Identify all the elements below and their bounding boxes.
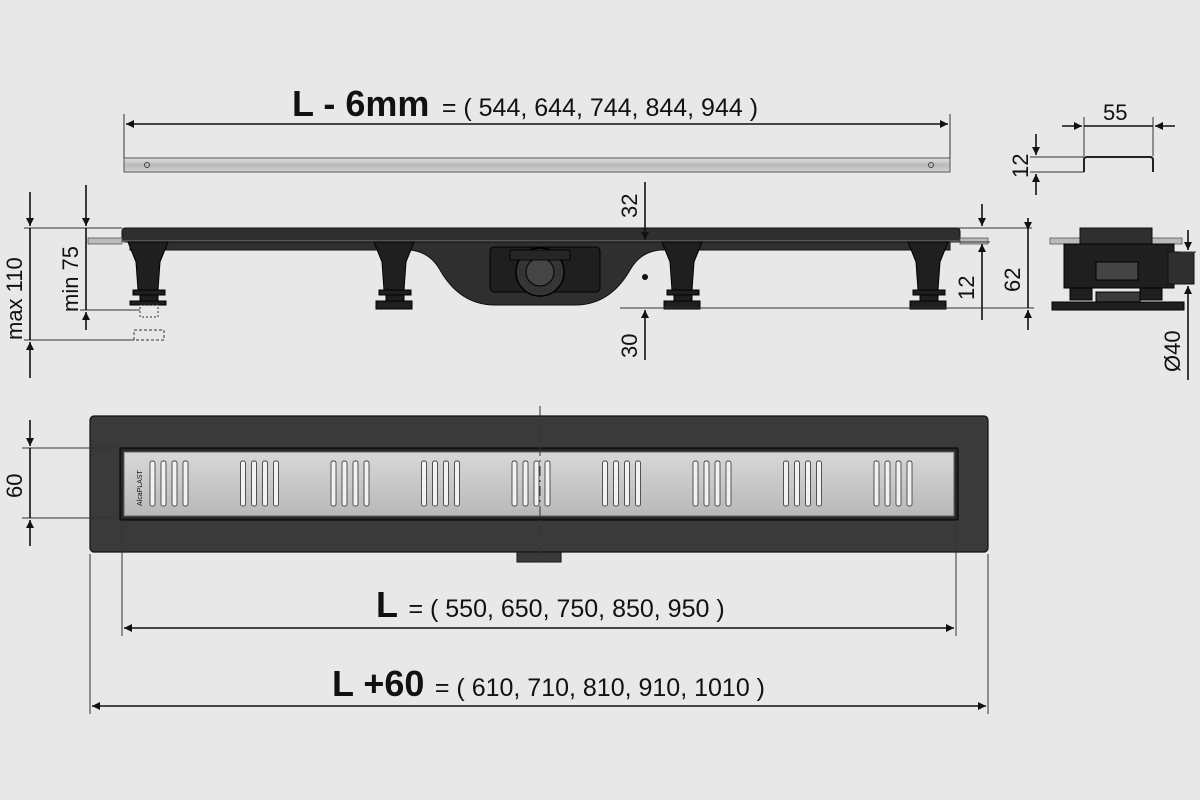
grate-slot xyxy=(884,460,891,507)
grate-slot xyxy=(692,460,699,507)
grate-slot xyxy=(454,460,460,507)
grate-slot xyxy=(624,460,630,507)
end-view-base xyxy=(1051,301,1185,311)
leg-2 xyxy=(373,241,415,310)
dim-30-label: 30 xyxy=(617,334,642,358)
dim-d40-label: Ø40 xyxy=(1160,330,1185,372)
grate-slot xyxy=(613,460,619,507)
grate-slot xyxy=(816,460,822,507)
grate-slot xyxy=(544,460,551,507)
l6-values: = ( 544, 644, 744, 844, 944 ) xyxy=(442,94,758,122)
dim-32-label: 32 xyxy=(617,194,642,218)
side-view: max 110 min 75 32 30 12 62 xyxy=(2,182,1034,378)
svg-text:L - 6mm = ( 544, 644, 74: L - 6mm = ( 544, 644, 744, 844, 944 ) xyxy=(292,83,758,124)
grate-slots xyxy=(149,460,913,507)
min-75-label: min 75 xyxy=(58,246,83,312)
l-label: L xyxy=(376,584,398,625)
svg-text:L = ( 550, 650, 750, 850: L = ( 550, 650, 750, 850, 950 ) xyxy=(376,584,725,625)
profile-section: 55 12 xyxy=(1008,100,1175,195)
grate-slot xyxy=(906,460,913,507)
grate-slot xyxy=(273,460,279,507)
grate-slot xyxy=(352,460,359,507)
grate-slot xyxy=(725,460,732,507)
dim-62-label: 62 xyxy=(1000,268,1025,292)
profile-shape xyxy=(1083,156,1154,172)
l-values: = ( 550, 650, 750, 850, 950 ) xyxy=(408,595,724,623)
grate-slot xyxy=(363,460,370,507)
grate-slot xyxy=(714,460,721,507)
grate-strip xyxy=(123,157,951,173)
grate-slot xyxy=(873,460,880,507)
grate-slot xyxy=(251,460,257,507)
grate-slot xyxy=(511,460,518,507)
l6-label: L - 6mm xyxy=(292,83,429,124)
max-110-label: max 110 xyxy=(2,257,27,340)
grate-slot xyxy=(794,460,800,507)
l60-label: L +60 xyxy=(332,663,424,704)
strip-hole-right xyxy=(928,162,934,168)
grate-slot xyxy=(171,460,178,507)
top-grate-view: L - 6mm = ( 544, 644, 744, 844, 944 ) xyxy=(123,83,951,173)
grate-slot xyxy=(330,460,337,507)
grate-slot xyxy=(421,460,427,507)
grate-slot xyxy=(635,460,641,507)
drain-frame xyxy=(121,227,961,243)
end-view-outlet xyxy=(1167,251,1195,285)
end-view: Ø40 xyxy=(1049,227,1196,380)
plan-outlet-tab xyxy=(516,551,562,563)
grate-slot xyxy=(805,460,811,507)
grate-slot xyxy=(522,460,529,507)
grate-slot xyxy=(783,460,789,507)
grate-slot xyxy=(895,460,902,507)
grate-slot xyxy=(262,460,268,507)
grate-slot xyxy=(149,460,156,507)
grate-slot xyxy=(160,460,167,507)
grate-slot xyxy=(240,460,246,507)
dim-12-label: 12 xyxy=(954,276,979,300)
brand-logo: AlcaPLAST xyxy=(137,469,144,506)
dim-60-label: 60 xyxy=(2,474,27,498)
end-view-frame xyxy=(1079,227,1153,245)
grate-slot xyxy=(533,460,540,507)
leg-3 xyxy=(661,241,703,310)
leg-4 xyxy=(907,241,949,310)
grate-slot xyxy=(341,460,348,507)
height-12-profile-label: 12 xyxy=(1008,154,1033,178)
grate-slot xyxy=(703,460,710,507)
grate-slot xyxy=(182,460,189,507)
svg-text:L +60 = ( 610, 710, 810,: L +60 = ( 610, 710, 810, 910, 1010 ) xyxy=(332,663,765,704)
strip-hole-left xyxy=(144,162,150,168)
l60-values: = ( 610, 710, 810, 910, 1010 ) xyxy=(435,674,765,702)
plan-view: AlcaPLAST 60 L = ( 550, 650, 750, 850, 9… xyxy=(2,406,989,714)
grate-slot xyxy=(443,460,449,507)
leg-1 xyxy=(127,241,169,341)
grate-slot xyxy=(432,460,438,507)
width-55-label: 55 xyxy=(1103,100,1127,125)
grate-slot xyxy=(602,460,608,507)
